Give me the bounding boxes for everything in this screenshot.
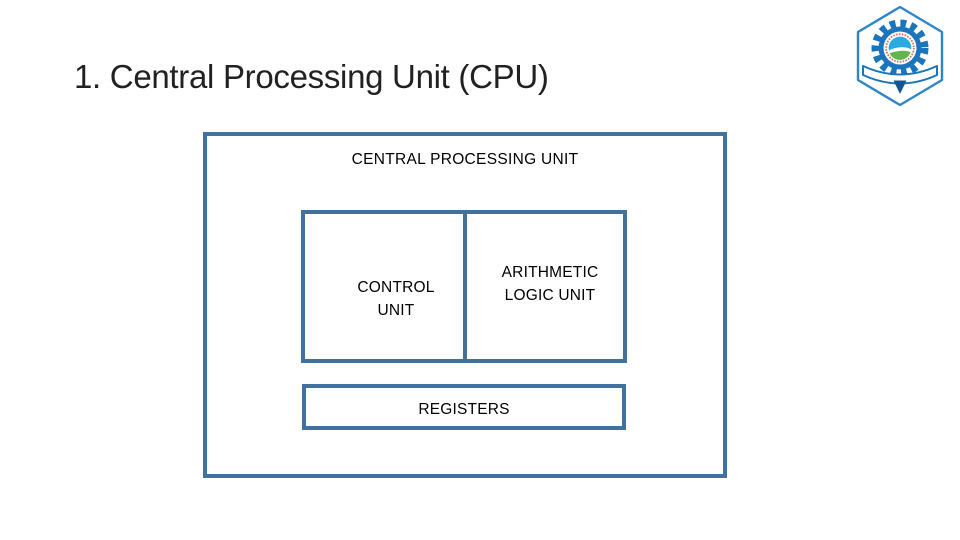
control-unit-label: CONTROL UNIT <box>357 279 435 319</box>
alu-label: ARITHMETIC LOGIC UNIT <box>501 264 599 304</box>
college-emblem-icon <box>856 5 944 107</box>
slide-title: 1. Central Processing Unit (CPU) <box>74 58 549 95</box>
cpu-subunits-row: CONTROL UNIT ARITHMETIC LOGIC UNIT <box>301 210 627 363</box>
cpu-outer-box: CENTRAL PROCESSING UNIT CONTROL UNIT ARI… <box>203 132 727 478</box>
control-unit-box: CONTROL UNIT <box>301 210 467 363</box>
registers-label: REGISTERS <box>418 400 510 418</box>
registers-box: REGISTERS <box>302 384 626 430</box>
alu-box: ARITHMETIC LOGIC UNIT <box>463 210 627 363</box>
cpu-box-label: CENTRAL PROCESSING UNIT <box>351 151 579 168</box>
college-logo <box>854 4 946 108</box>
